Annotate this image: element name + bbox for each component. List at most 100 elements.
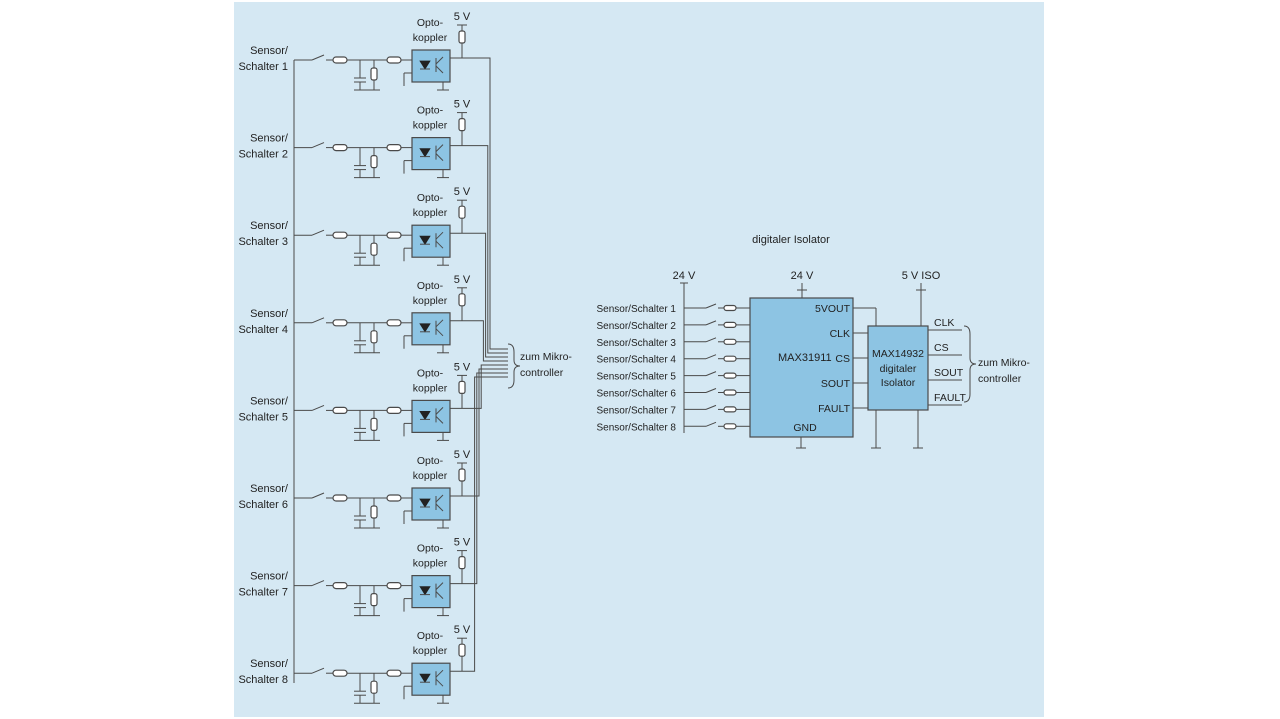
switch-icon (705, 354, 717, 360)
phototransistor-icon (435, 153, 444, 161)
digital-isolator-circuit: digitaler Isolator 24 V Sensor/Schalter … (597, 234, 1030, 449)
resistor-icon (723, 406, 737, 413)
optocoupler-chip (411, 49, 451, 83)
supply-5v-label: 5 V (454, 99, 471, 111)
opto-label-line2: koppler (413, 207, 448, 219)
led-icon (419, 323, 431, 333)
output-wire (450, 57, 508, 350)
opto-label-line2: koppler (413, 295, 448, 307)
phototransistor-icon (435, 144, 444, 152)
chip1-pin-5vout: 5VOUT (815, 303, 851, 315)
phototransistor-icon (435, 231, 444, 240)
sensor-label-line1: Sensor/ (250, 308, 289, 320)
opto-label-line1: Opto- (417, 455, 444, 467)
resistor-icon (332, 231, 348, 239)
optocoupler-chip (411, 224, 451, 258)
max14932-chip (867, 325, 929, 411)
led-icon (419, 235, 431, 245)
sensor-label-line1: Sensor/ (250, 571, 289, 583)
phototransistor-icon (435, 240, 444, 249)
optocoupler-chip (411, 137, 451, 171)
opto-label-line2: koppler (413, 382, 448, 394)
switch-icon (705, 320, 717, 326)
input-label: Sensor/Schalter 5 (597, 372, 677, 383)
resistor-icon (458, 117, 466, 132)
left-output-label-line1: zum Mikro- (520, 351, 572, 363)
supply-5v-label: 5 V (454, 274, 471, 286)
resistor-icon (458, 205, 466, 219)
supply-5v-label: 5 V (454, 449, 471, 461)
max14932-line2: digitaler (880, 363, 917, 375)
led-icon (419, 411, 431, 421)
opto-label-line1: Opto- (417, 17, 444, 29)
sensor-label-line1: Sensor/ (250, 658, 289, 670)
chip1-pin-cs: CS (835, 353, 850, 365)
right-output-label-line1: zum Mikro- (978, 357, 1030, 369)
resistor-icon (723, 355, 737, 362)
switch-icon (705, 303, 717, 309)
led-icon (419, 60, 431, 70)
resistor-icon (386, 319, 402, 327)
max14932-line1: MAX14932 (872, 348, 924, 360)
opto-label-line2: koppler (413, 470, 448, 482)
resistor-icon (458, 555, 466, 570)
left-output-label-line2: controller (520, 367, 564, 379)
output-label-cs: CS (934, 342, 949, 354)
output-label-fault: FAULT (934, 392, 966, 404)
opto-channel: Sensor/Schalter 8 Opto-koppler 5 V (238, 376, 508, 704)
chip1-pin-clk: CLK (830, 328, 850, 340)
switch-icon (311, 54, 325, 61)
chip1-pin-fault: FAULT (818, 403, 850, 415)
sensor-label-line2: Schalter 1 (238, 61, 288, 73)
resistor-icon (386, 56, 402, 64)
resistor-icon (386, 581, 402, 590)
resistor-icon (723, 372, 737, 379)
phototransistor-icon (435, 319, 444, 328)
phototransistor-icon (435, 65, 444, 74)
supply-5v-label: 5 V (454, 11, 471, 23)
resistor-icon (386, 144, 402, 152)
sensor-label-line1: Sensor/ (250, 45, 289, 57)
max31911-chip (749, 297, 854, 438)
opto-label-line2: koppler (413, 558, 448, 570)
output-wire (450, 145, 508, 354)
resistor-icon (370, 417, 378, 431)
led-icon (419, 586, 431, 596)
switch-icon (311, 317, 325, 324)
input-label: Sensor/Schalter 6 (597, 389, 677, 400)
opto-label-line1: Opto- (417, 543, 444, 555)
resistor-icon (370, 592, 378, 607)
sensor-label-line2: Schalter 8 (238, 674, 288, 686)
chip1-pin-sout: SOUT (821, 378, 851, 390)
resistor-icon (332, 144, 348, 152)
opto-label-line2: koppler (413, 645, 448, 657)
switch-icon (705, 337, 717, 343)
optocoupler-chip (411, 574, 451, 609)
sensor-label-line1: Sensor/ (250, 395, 289, 407)
supply-5v-iso: 5 V ISO (902, 270, 941, 282)
switch-icon (705, 421, 717, 427)
phototransistor-icon (435, 407, 444, 415)
sensor-label-line1: Sensor/ (250, 220, 289, 232)
supply-5v-label: 5 V (454, 186, 471, 198)
switch-icon (311, 229, 325, 236)
left-output-bracket (507, 343, 521, 389)
resistor-icon (723, 423, 737, 430)
sensor-label-line2: Schalter 5 (238, 411, 288, 423)
opto-label-line2: koppler (413, 120, 448, 132)
resistor-icon (332, 319, 348, 327)
opto-channel: Sensor/Schalter 1 Opto-koppler 5 V (238, 11, 508, 350)
resistor-icon (458, 643, 466, 657)
phototransistor-icon (435, 503, 444, 512)
opto-label-line1: Opto- (417, 630, 444, 642)
supply-24v-left: 24 V (673, 270, 696, 282)
phototransistor-icon (435, 416, 444, 424)
resistor-icon (386, 406, 402, 414)
resistor-icon (332, 56, 348, 64)
resistor-icon (332, 494, 348, 502)
